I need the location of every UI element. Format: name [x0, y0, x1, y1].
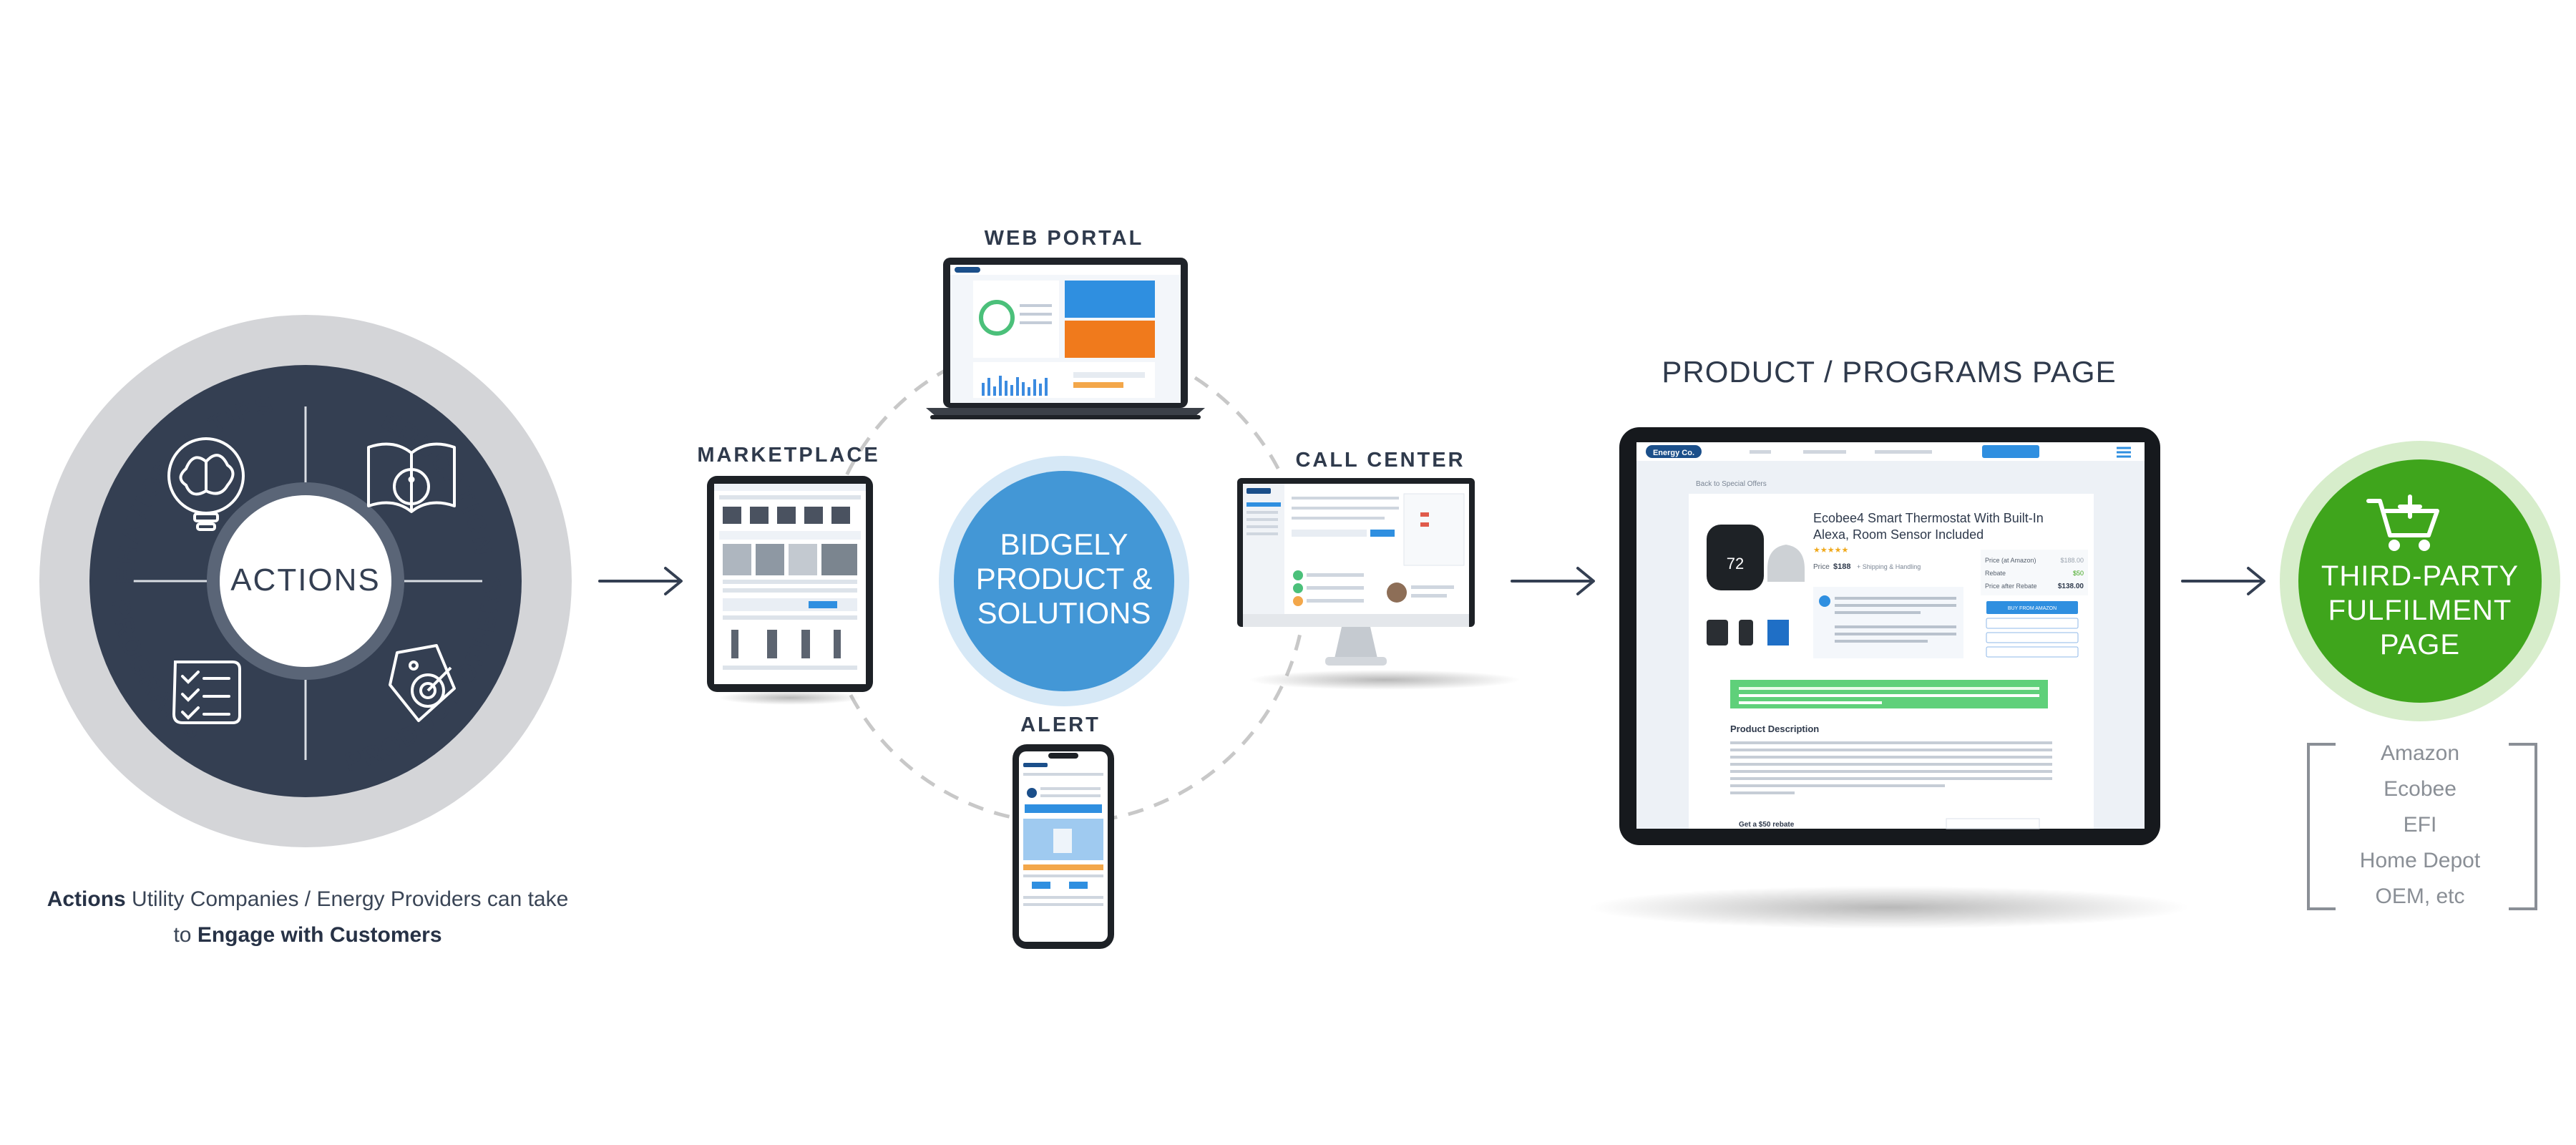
caption-line-1: Actions Utility Companies / Energy Provi…	[0, 882, 615, 917]
product-page-heading: PRODUCT / PROGRAMS PAGE	[1662, 355, 2116, 389]
actions-label: ACTIONS	[230, 562, 381, 598]
web-portal-label: WEB PORTAL	[985, 227, 1144, 250]
thermostat-reading: 72	[1727, 555, 1744, 572]
price-tag-target-icon	[389, 644, 456, 722]
center-line-1: BIDGELY	[1000, 527, 1128, 561]
price-table-value-0: $188.00	[2060, 557, 2084, 564]
brand-name: Energy Co.	[1653, 449, 1694, 457]
product-title-line-2: Alexa, Room Sensor Included	[1813, 527, 1984, 542]
monitor-shadow	[1249, 670, 1521, 690]
call-center-label: CALL CENTER	[1295, 449, 1465, 472]
price-table	[1981, 550, 2088, 595]
center-line-3: SOLUTIONS	[977, 596, 1151, 630]
actions-wheel: ACTIONS BEHAVIORAL TIPS EDUCATION PROGRA…	[0, 0, 572, 847]
brain-bulb-icon	[167, 437, 245, 531]
secondary-button-1[interactable]	[1986, 618, 2079, 629]
center-circle	[954, 471, 1174, 691]
phone-alert	[1013, 744, 1114, 949]
buy-button-label: BUY FROM AMAZON	[2008, 606, 2057, 611]
alert-label: ALERT	[1020, 713, 1101, 736]
channels-hub: BIDGELY PRODUCT & SOLUTIONS WEB PORTAL	[697, 227, 1521, 949]
price-table-label-2: Price after Rebate	[1985, 583, 2037, 590]
fulfilment-section: THIRD-PARTY FULFILMENT PAGE Amazon Ecobe…	[2280, 441, 2560, 910]
caption-middle: Utility Companies / Energy Providers can…	[125, 887, 569, 911]
price-table-label-1: Rebate	[1985, 570, 2006, 577]
caption-bold-actions: Actions	[47, 887, 126, 911]
back-link[interactable]: Back to Special Offers	[1696, 480, 1767, 488]
fulfilment-line-2: FULFILMENT	[2328, 595, 2512, 626]
fulfilment-circle	[2298, 459, 2542, 703]
vendor-oem: OEM, etc	[2375, 885, 2464, 908]
fulfilment-line-3: PAGE	[2380, 629, 2460, 661]
arrow-channels-to-product	[1511, 567, 1595, 595]
price-table-value-1: $50	[2073, 570, 2084, 577]
thermostat-icon	[1707, 525, 1764, 590]
caption-bold-engage: Engage with Customers	[197, 923, 442, 947]
vendor-home-depot: Home Depot	[2360, 849, 2481, 872]
price-table-label-0: Price (at Amazon)	[1985, 557, 2036, 564]
arrow-actions-to-channels	[598, 567, 683, 595]
product-title-line-1: Ecobee4 Smart Thermostat With Built-In	[1813, 511, 2044, 525]
product-page-section: PRODUCT / PROGRAMS PAGE Energy Co. Back …	[1589, 355, 2190, 929]
rebate-heading: Get a $50 rebate	[1739, 821, 1795, 829]
book-info-icon	[367, 442, 456, 513]
center-line-2: PRODUCT &	[976, 562, 1153, 595]
rating-stars: ★★★★★	[1813, 546, 1848, 555]
description-lines	[1730, 741, 2052, 794]
marketplace-label: MARKETPLACE	[697, 444, 879, 467]
vendor-efi: EFI	[2404, 813, 2437, 837]
price-table-value-2: $138.00	[2058, 583, 2084, 590]
tablet-marketplace	[707, 476, 873, 705]
secondary-button-2[interactable]	[1986, 632, 2079, 643]
rebate-field[interactable]	[1946, 818, 2040, 829]
fulfilment-line-1: THIRD-PARTY	[2321, 560, 2519, 592]
shipping-note: + Shipping & Handling	[1857, 563, 1921, 570]
arrow-product-to-fulfilment	[2181, 567, 2265, 595]
add-to-cart-icon	[2366, 494, 2439, 551]
caption-line-2: to Engage with Customers	[0, 917, 615, 953]
menu-icon[interactable]	[2117, 447, 2131, 458]
special-offers-tab[interactable]	[1982, 445, 2039, 458]
vendor-amazon: Amazon	[2381, 741, 2459, 765]
description-title: Product Description	[1730, 723, 1819, 734]
tip-icon	[1819, 595, 1830, 607]
actions-caption: Actions Utility Companies / Energy Provi…	[0, 882, 615, 953]
monitor-call-center	[1237, 478, 1475, 666]
laptop-web-portal	[926, 258, 1205, 419]
secondary-button-3[interactable]	[1986, 646, 2079, 658]
price-label: Price	[1813, 563, 1830, 571]
room-sensor-icon	[1767, 545, 1805, 582]
caption-prefix: to	[173, 923, 197, 947]
price-value: $188	[1833, 562, 1850, 571]
video-thumbnail[interactable]	[1767, 620, 1789, 645]
buy-button[interactable]	[1986, 601, 2078, 614]
brand-logo	[1646, 445, 1702, 458]
checklist-icon	[172, 661, 241, 724]
tablet-shadow	[1589, 886, 2190, 929]
vendor-ecobee: Ecobee	[2384, 777, 2457, 801]
actions-center	[220, 495, 391, 667]
bracket-right	[2509, 743, 2537, 910]
bracket-left	[2307, 743, 2336, 910]
